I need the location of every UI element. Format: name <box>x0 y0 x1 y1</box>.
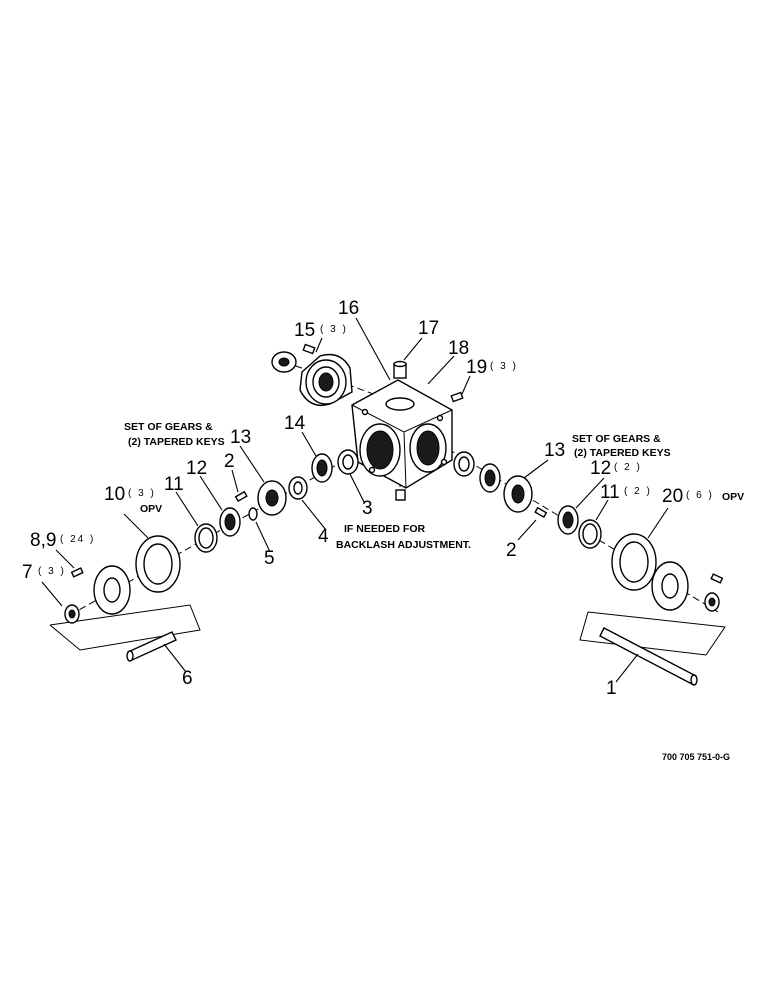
callout-10: 10 <box>104 484 125 505</box>
note-gears-right-line2: (2) TAPERED KEYS <box>574 447 671 459</box>
breather-plug <box>393 360 464 403</box>
note-gears-left-line1: SET OF GEARS & <box>124 421 213 433</box>
callout-11-right: 11 <box>600 482 620 503</box>
callout-2-left: 2 <box>224 451 235 472</box>
callout-20-opv: OPV <box>722 491 744 503</box>
callout-20-qty: ( 6 ) <box>686 490 714 501</box>
callout-12-right: 12 <box>590 458 611 479</box>
callout-15: 15 <box>294 320 315 341</box>
callout-19-qty: ( 3 ) <box>490 361 518 372</box>
callout-10-opv: OPV <box>140 503 162 515</box>
callout-11-right-qty: ( 2 ) <box>624 486 652 497</box>
note-backlash-line2: BACKLASH ADJUSTMENT. <box>336 539 471 551</box>
figure-code: 700 705 751-0-G <box>662 752 730 762</box>
note-gears-left-line2: (2) TAPERED KEYS <box>128 436 225 448</box>
callout-12-left: 12 <box>186 458 207 479</box>
top-cover-assembly <box>271 343 353 407</box>
callout-18: 18 <box>448 338 469 359</box>
callout-8-9-qty: ( 24 ) <box>60 534 95 545</box>
left-shaft-parts <box>64 449 359 662</box>
callout-7-qty: ( 3 ) <box>38 566 66 577</box>
callout-12-right-qty: ( 2 ) <box>614 462 642 473</box>
callout-15-qty: ( 3 ) <box>320 324 348 335</box>
callout-1: 1 <box>606 678 617 699</box>
callout-13-left: 13 <box>230 427 251 448</box>
callout-5: 5 <box>264 548 275 569</box>
callout-17: 17 <box>418 318 439 339</box>
callout-3: 3 <box>362 498 373 519</box>
callout-10-qty: ( 3 ) <box>128 488 156 499</box>
callout-13-right: 13 <box>544 440 565 461</box>
callout-2-right: 2 <box>506 540 517 561</box>
callout-8-9: 8,9 <box>30 530 56 551</box>
right-shaft-parts <box>453 451 724 686</box>
callout-16: 16 <box>338 298 359 319</box>
callout-11-left: 11 <box>164 474 184 495</box>
callout-19: 19 <box>466 357 487 378</box>
callout-20: 20 <box>662 486 683 507</box>
callout-7: 7 <box>22 562 33 583</box>
note-backlash-line1: IF NEEDED FOR <box>344 523 426 535</box>
gearbox-housing <box>351 379 453 501</box>
leader-lines <box>41 317 669 683</box>
callout-6: 6 <box>182 668 193 689</box>
note-gears-right-line1: SET OF GEARS & <box>572 433 661 445</box>
callout-14: 14 <box>284 413 306 434</box>
callout-4: 4 <box>318 526 329 547</box>
callout-labels: 16 15 ( 3 ) 17 18 19 ( 3 ) SET OF GEARS … <box>22 298 744 762</box>
